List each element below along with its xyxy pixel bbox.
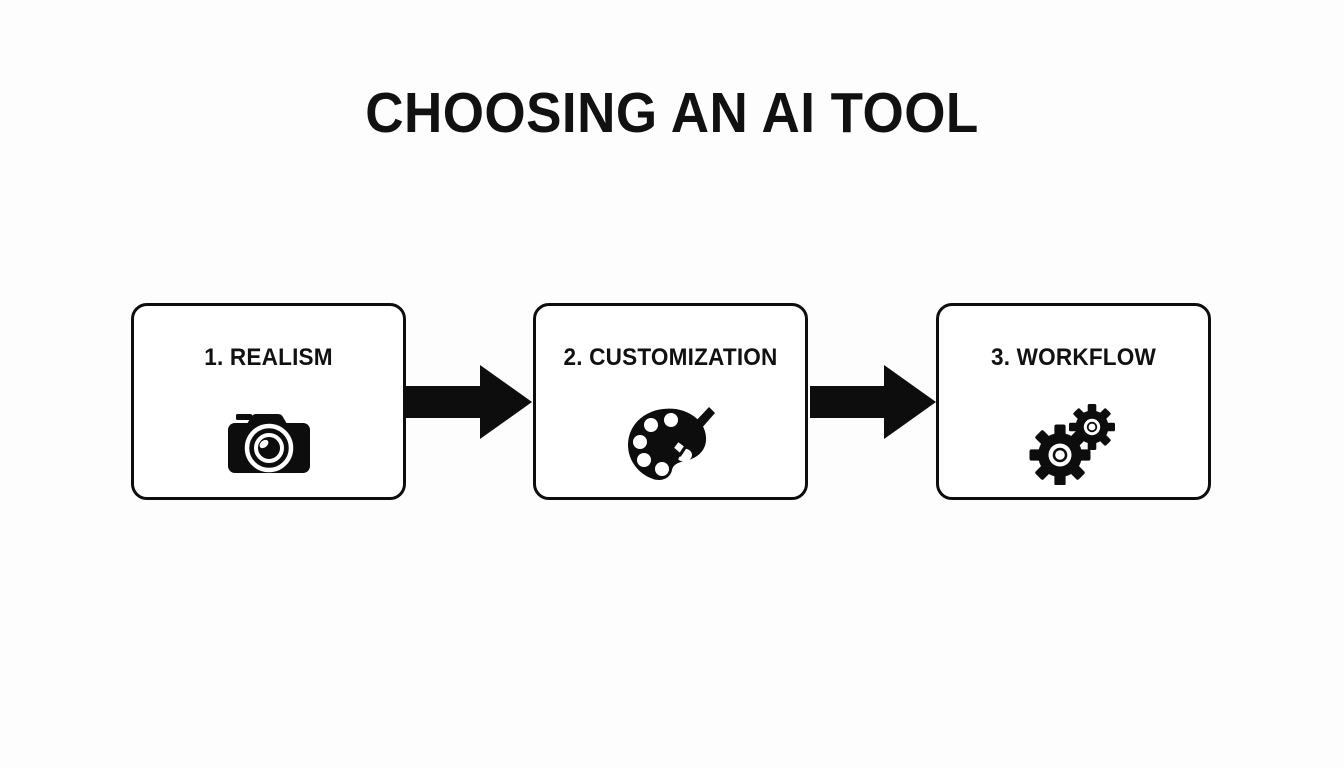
page-title: CHOOSING AN AI TOOL: [365, 81, 979, 145]
process-flow: 1. REALISM: [131, 303, 1212, 500]
step-card-label: 1. REALISM: [204, 344, 333, 371]
step-card-label: 2. CUSTOMIZATION: [563, 344, 778, 371]
step-card-customization[interactable]: 2. CUSTOMIZATION: [533, 303, 808, 500]
arrow-right-icon: [406, 365, 532, 439]
step-card-workflow[interactable]: 3. WORKFLOW: [936, 303, 1211, 500]
paint-palette-icon: [536, 398, 805, 488]
step-card-realism[interactable]: 1. REALISM: [131, 303, 406, 500]
arrow-right-icon: [810, 365, 936, 439]
step-card-label: 3. WORKFLOW: [991, 344, 1156, 371]
camera-icon: [134, 398, 403, 488]
gears-icon: [939, 398, 1208, 488]
